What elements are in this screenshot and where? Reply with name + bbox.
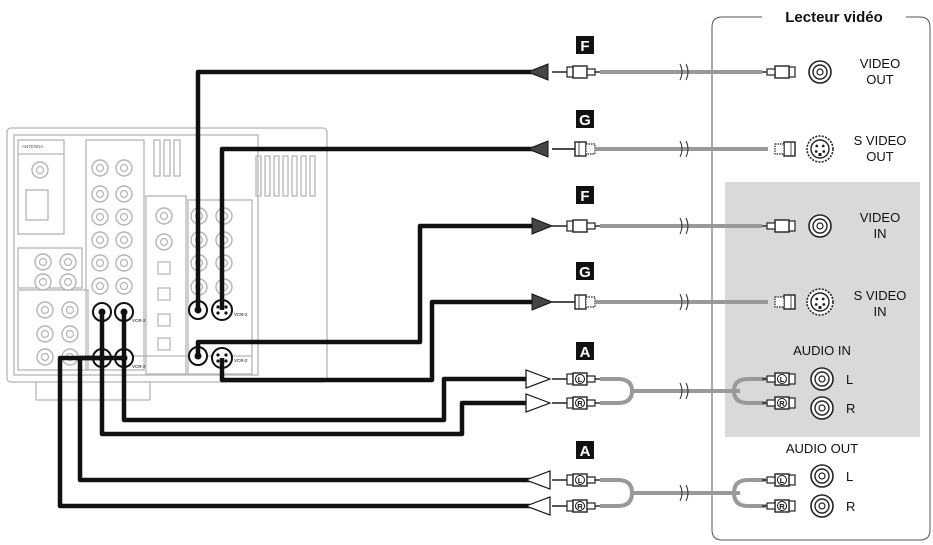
- label-s-video-out-2: OUT: [866, 149, 894, 164]
- label-s-video-in-1: S VIDEO: [854, 288, 907, 303]
- signal-arrows: [524, 63, 554, 516]
- video-player-panel: [711, 16, 931, 541]
- badge-g-bottom-text: G: [579, 264, 591, 281]
- audio-out-r-jack: [810, 494, 834, 518]
- label-audio-in-l: L: [846, 372, 853, 387]
- label-video-in-2: IN: [874, 226, 887, 241]
- video-in-jack: [808, 214, 832, 238]
- receiver-vents: [153, 139, 316, 197]
- label-video-out-1: VIDEO: [860, 56, 900, 71]
- badge-a-bottom-text: A: [580, 443, 591, 460]
- label-video-in-1: VIDEO: [860, 210, 900, 225]
- receiver-cables: [57, 69, 548, 509]
- badge-g-top-text: G: [579, 112, 591, 129]
- audio-in-l-jack: [810, 367, 834, 391]
- arrow-right-audio-l: [525, 369, 552, 389]
- plug-mark-r: R: [779, 399, 785, 408]
- audio-in-r-jack: [810, 396, 834, 420]
- arrow-left-audio-l: [524, 470, 551, 490]
- device-title: Lecteur vidéo: [785, 9, 883, 26]
- cable-video-in: [552, 214, 832, 238]
- label-audio-out-l: L: [846, 469, 853, 484]
- badge-a-top: [576, 342, 594, 360]
- plug-channel-marks: L R L R L R L R: [575, 374, 787, 511]
- plug-mark-l: L: [780, 476, 785, 485]
- plug-mark-l: L: [578, 476, 583, 485]
- arrow-left-g: [526, 140, 549, 158]
- plug-mark-l: L: [780, 375, 785, 384]
- plug-mark-l: L: [578, 375, 583, 384]
- cable-type-badges: F G F G A A: [576, 36, 594, 460]
- badge-f-bottom-text: F: [580, 188, 589, 205]
- badge-a-top-text: A: [580, 344, 591, 361]
- audio-out-l-jack: [810, 464, 834, 488]
- vcr2-label-audio-in: VCR-2: [132, 318, 146, 323]
- plug-mark-r: R: [577, 502, 583, 511]
- badge-g-top: [576, 110, 594, 128]
- cable-s-video-out: [552, 135, 834, 163]
- label-s-video-out-1: S VIDEO: [854, 133, 907, 148]
- vcr2-label-audio-out: VCR-2: [132, 364, 146, 369]
- badge-f-top: [576, 36, 594, 54]
- vcr2-label-video-in: VCR-2: [234, 358, 248, 363]
- cable-audio-out: [552, 464, 834, 518]
- arrow-left-audio-r: [524, 496, 551, 516]
- badge-f-top-text: F: [580, 38, 589, 55]
- label-audio-in-r: R: [846, 401, 855, 416]
- cable-s-video-in: [552, 288, 834, 316]
- label-audio-out: AUDIO OUT: [786, 441, 858, 456]
- receiver-jacks: [31, 159, 233, 366]
- arrow-right-f: [531, 217, 554, 235]
- label-audio-in: AUDIO IN: [793, 343, 851, 358]
- video-out-jack: [808, 60, 832, 84]
- s-video-out-jack: [806, 135, 834, 163]
- label-audio-out-r: R: [846, 499, 855, 514]
- plug-mark-r: R: [577, 399, 583, 408]
- arrow-left-f: [526, 63, 549, 81]
- arrow-right-audio-r: [525, 393, 552, 413]
- vcr2-label-video-out: VCR-2: [234, 312, 248, 317]
- plug-mark-r: R: [779, 502, 785, 511]
- badge-f-bottom: [576, 186, 594, 204]
- antenna-label: ANTENNA: [22, 144, 44, 149]
- cable-audio-in: [552, 367, 834, 420]
- player-jack-labels: VIDEO OUT S VIDEO OUT VIDEO IN S VIDEO I…: [786, 56, 906, 456]
- s-video-in-jack: [806, 288, 834, 316]
- cable-video-out: [552, 60, 832, 84]
- badge-g-bottom: [576, 262, 594, 280]
- label-video-out-2: OUT: [866, 72, 894, 87]
- label-s-video-in-2: IN: [874, 304, 887, 319]
- arrow-right-g: [531, 293, 554, 311]
- badge-a-bottom: [576, 441, 594, 459]
